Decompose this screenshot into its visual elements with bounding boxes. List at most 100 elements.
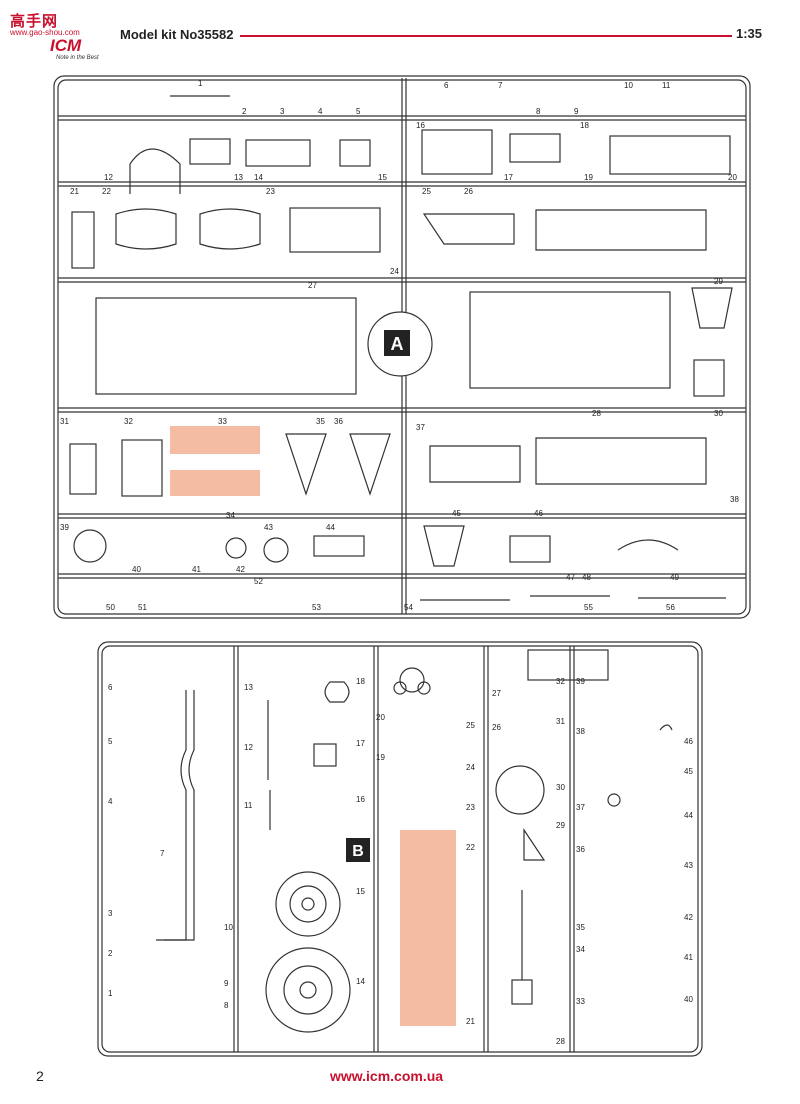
svg-text:23: 23 xyxy=(466,803,475,812)
svg-text:22: 22 xyxy=(466,843,475,852)
svg-text:5: 5 xyxy=(108,737,113,746)
svg-text:41: 41 xyxy=(192,565,201,574)
svg-text:29: 29 xyxy=(714,277,723,286)
svg-text:21: 21 xyxy=(466,1017,475,1026)
svg-text:18: 18 xyxy=(580,121,589,130)
svg-text:7: 7 xyxy=(498,81,503,90)
svg-text:25: 25 xyxy=(466,721,475,730)
svg-text:15: 15 xyxy=(378,173,387,182)
svg-text:46: 46 xyxy=(684,737,693,746)
svg-text:2: 2 xyxy=(108,949,113,958)
svg-text:45: 45 xyxy=(684,767,693,776)
svg-text:43: 43 xyxy=(264,523,273,532)
sprue-a-letter: A xyxy=(391,334,404,354)
svg-text:28: 28 xyxy=(592,409,601,418)
svg-text:8: 8 xyxy=(224,1001,229,1010)
svg-text:10: 10 xyxy=(624,81,633,90)
svg-text:36: 36 xyxy=(576,845,585,854)
svg-text:36: 36 xyxy=(334,417,343,426)
highlight-part-a34 xyxy=(170,470,260,496)
icm-logo: 高手网 www.gao-shou.com ICM Note in the Bes… xyxy=(6,6,102,64)
svg-text:26: 26 xyxy=(492,723,501,732)
svg-text:3: 3 xyxy=(108,909,113,918)
svg-text:2: 2 xyxy=(242,107,247,116)
svg-text:50: 50 xyxy=(106,603,115,612)
svg-text:17: 17 xyxy=(504,173,513,182)
svg-text:21: 21 xyxy=(70,187,79,196)
svg-text:6: 6 xyxy=(444,81,449,90)
svg-text:16: 16 xyxy=(416,121,425,130)
svg-text:19: 19 xyxy=(376,753,385,762)
svg-text:1: 1 xyxy=(198,79,203,88)
svg-text:54: 54 xyxy=(404,603,413,612)
svg-text:25: 25 xyxy=(422,187,431,196)
svg-text:20: 20 xyxy=(376,713,385,722)
svg-text:44: 44 xyxy=(326,523,335,532)
svg-text:18: 18 xyxy=(356,677,365,686)
site-watermark-url: www.gao-shou.com xyxy=(10,28,80,37)
svg-text:1: 1 xyxy=(108,989,113,998)
svg-text:5: 5 xyxy=(356,107,361,116)
svg-text:33: 33 xyxy=(218,417,227,426)
svg-text:53: 53 xyxy=(312,603,321,612)
svg-text:43: 43 xyxy=(684,861,693,870)
header-rule xyxy=(240,35,732,37)
svg-text:42: 42 xyxy=(236,565,245,574)
page-number: 2 xyxy=(36,1068,44,1084)
svg-text:38: 38 xyxy=(730,495,739,504)
svg-text:38: 38 xyxy=(576,727,585,736)
svg-text:19: 19 xyxy=(584,173,593,182)
svg-text:28: 28 xyxy=(556,1037,565,1046)
svg-text:40: 40 xyxy=(684,995,693,1004)
brand-name: ICM xyxy=(50,36,82,55)
svg-text:24: 24 xyxy=(466,763,475,772)
svg-text:13: 13 xyxy=(234,173,243,182)
svg-text:26: 26 xyxy=(464,187,473,196)
svg-text:32: 32 xyxy=(124,417,133,426)
svg-text:39: 39 xyxy=(60,523,69,532)
svg-text:33: 33 xyxy=(576,997,585,1006)
svg-text:31: 31 xyxy=(60,417,69,426)
svg-text:42: 42 xyxy=(684,913,693,922)
svg-text:44: 44 xyxy=(684,811,693,820)
svg-text:12: 12 xyxy=(244,743,253,752)
svg-text:14: 14 xyxy=(356,977,365,986)
svg-text:45: 45 xyxy=(452,509,461,518)
svg-text:22: 22 xyxy=(102,187,111,196)
svg-text:10: 10 xyxy=(224,923,233,932)
svg-text:34: 34 xyxy=(576,945,585,954)
svg-text:6: 6 xyxy=(108,683,113,692)
svg-text:35: 35 xyxy=(316,417,325,426)
svg-text:27: 27 xyxy=(308,281,317,290)
svg-text:16: 16 xyxy=(356,795,365,804)
svg-text:13: 13 xyxy=(244,683,253,692)
svg-text:35: 35 xyxy=(576,923,585,932)
svg-text:23: 23 xyxy=(266,187,275,196)
site-watermark: 高手网 xyxy=(10,13,59,30)
sprue-b-letter: B xyxy=(352,843,364,860)
svg-text:39: 39 xyxy=(576,677,585,686)
svg-text:29: 29 xyxy=(556,821,565,830)
svg-text:11: 11 xyxy=(662,81,671,90)
scale-label: 1:35 xyxy=(736,26,763,41)
highlight-part-b21 xyxy=(400,830,456,1026)
svg-text:4: 4 xyxy=(318,107,323,116)
svg-text:49: 49 xyxy=(670,573,679,582)
svg-text:46: 46 xyxy=(534,509,543,518)
svg-text:4: 4 xyxy=(108,797,113,806)
svg-text:15: 15 xyxy=(356,887,365,896)
svg-text:41: 41 xyxy=(684,953,693,962)
highlight-part-a33 xyxy=(170,426,260,454)
svg-text:31: 31 xyxy=(556,717,565,726)
svg-text:40: 40 xyxy=(132,565,141,574)
svg-text:14: 14 xyxy=(254,173,263,182)
svg-text:56: 56 xyxy=(666,603,675,612)
svg-text:30: 30 xyxy=(556,783,565,792)
svg-text:9: 9 xyxy=(574,107,579,116)
page-header: 高手网 www.gao-shou.com ICM Note in the Bes… xyxy=(0,0,800,64)
footer-url[interactable]: www.icm.com.ua xyxy=(330,1068,444,1084)
svg-text:8: 8 xyxy=(536,107,541,116)
svg-text:55: 55 xyxy=(584,603,593,612)
svg-text:34: 34 xyxy=(226,511,235,520)
